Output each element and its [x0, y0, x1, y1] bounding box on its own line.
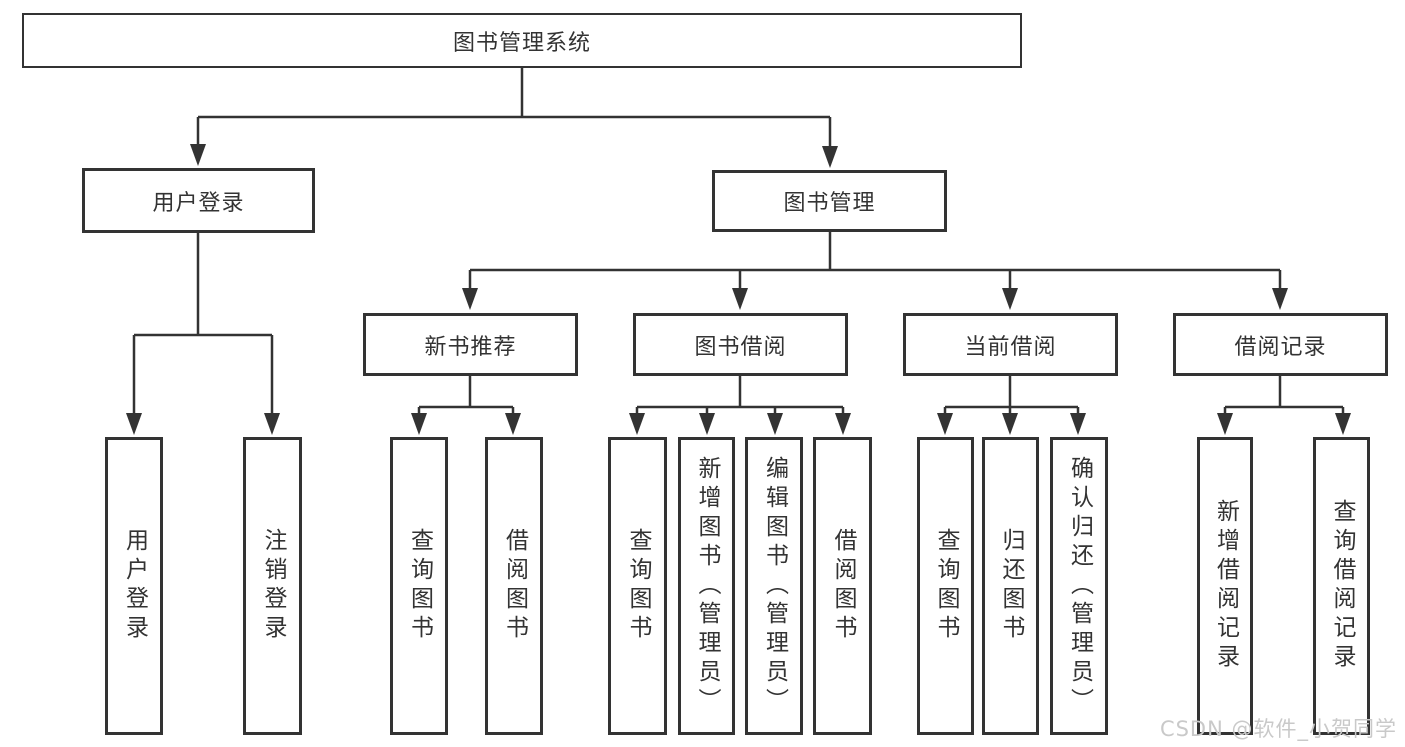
leaf-confirm-return-admin: 确认归还（管理员）: [1050, 437, 1108, 735]
leaf-confirm-return-admin-label: 确认归还（管理员）: [1066, 455, 1093, 717]
node-root-system: 图书管理系统: [22, 13, 1022, 68]
node-book-management: 图书管理: [712, 170, 947, 232]
leaf-logout: 注销登录: [243, 437, 302, 735]
node-borrowing-records: 借阅记录: [1173, 313, 1388, 376]
leaf-add-books-admin-label: 新增图书（管理员）: [694, 455, 720, 717]
leaf-edit-books-admin-label: 编辑图书（管理员）: [761, 455, 788, 717]
leaf-logout-label: 注销登录: [260, 528, 286, 644]
leaf-add-borrow-record-label: 新增借阅记录: [1212, 499, 1239, 673]
leaf-query-books-recommend-label: 查询图书: [406, 528, 433, 644]
leaf-query-books-borrowing: 查询图书: [608, 437, 667, 735]
arrowheads: [126, 144, 1351, 435]
leaf-borrow-books-recommend-label: 借阅图书: [501, 528, 528, 644]
node-current-borrowing-label: 当前借阅: [964, 334, 1057, 360]
leaf-query-borrow-record: 查询借阅记录: [1313, 437, 1370, 735]
node-current-borrowing: 当前借阅: [903, 313, 1118, 376]
node-root-label: 图书管理系统: [452, 30, 591, 56]
node-user-login: 用户登录: [82, 168, 315, 233]
leaf-query-books-borrowing-label: 查询图书: [625, 528, 651, 644]
node-new-book-recommend-label: 新书推荐: [424, 334, 517, 360]
node-book-borrowing-label: 图书借阅: [694, 334, 787, 360]
leaf-user-login: 用户登录: [105, 437, 163, 735]
node-user-login-label: 用户登录: [152, 190, 245, 216]
leaf-add-books-admin: 新增图书（管理员）: [678, 437, 735, 735]
leaf-return-books: 归还图书: [982, 437, 1039, 735]
leaf-borrow-books: 借阅图书: [813, 437, 872, 735]
leaf-return-books-label: 归还图书: [998, 528, 1024, 644]
watermark-text: CSDN @软件_小贺同学: [1159, 717, 1397, 741]
node-borrowing-records-label: 借阅记录: [1234, 334, 1327, 360]
leaf-borrow-books-label: 借阅图书: [830, 528, 856, 644]
leaf-borrow-books-recommend: 借阅图书: [485, 437, 543, 735]
leaf-user-login-label: 用户登录: [121, 528, 148, 644]
node-book-borrowing: 图书借阅: [633, 313, 848, 376]
leaf-query-books-recommend: 查询图书: [390, 437, 448, 735]
leaf-query-books-current-label: 查询图书: [933, 528, 959, 644]
leaf-query-books-current: 查询图书: [917, 437, 974, 735]
node-new-book-recommend: 新书推荐: [363, 313, 578, 376]
leaf-add-borrow-record: 新增借阅记录: [1197, 437, 1253, 735]
leaf-edit-books-admin: 编辑图书（管理员）: [745, 437, 803, 735]
node-book-management-label: 图书管理: [783, 191, 876, 216]
connector-stems: [132, 68, 1345, 416]
leaf-query-borrow-record-label: 查询借阅记录: [1329, 499, 1355, 673]
